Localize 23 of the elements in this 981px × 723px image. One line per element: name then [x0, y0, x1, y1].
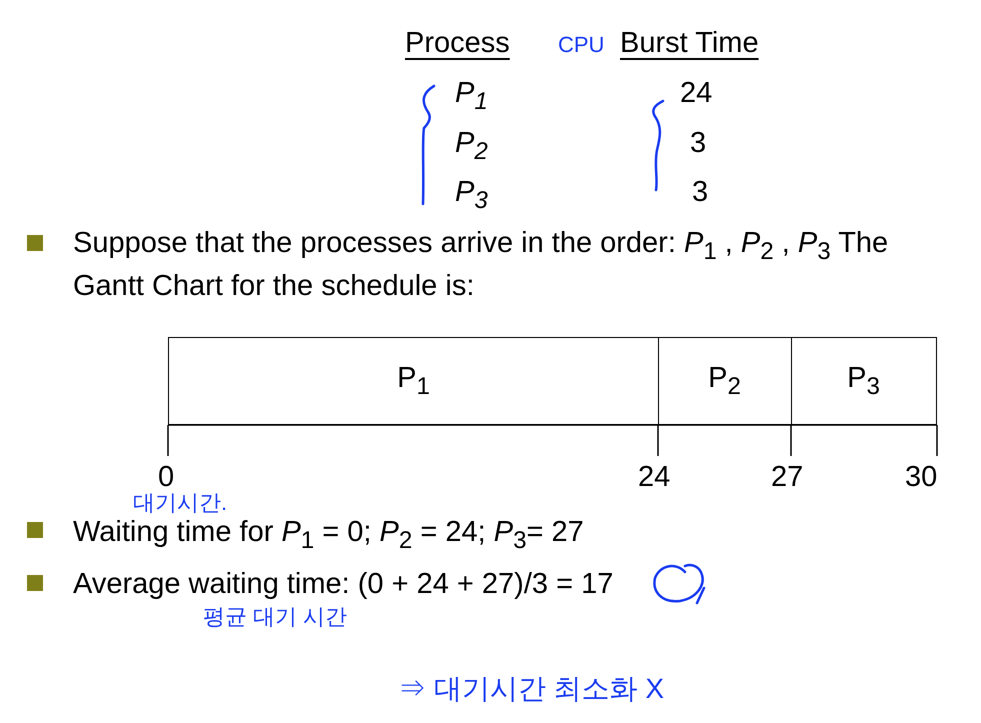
bullet-text: Suppose that the processes arrive in the order: P$_{1}$ , P$_{2}$ , P$_{3}$ The Gantt Chart for the schedule is: — [73, 226, 890, 304]
process-name: P$_{1}$ — [455, 76, 488, 117]
handwritten-note: ⇒ 대기시간 최소화 X — [398, 672, 664, 706]
bullet-text: Waiting time for P$_{1}$ = 0; P$_{2}$ = 24; P$_{3}$= 27 — [73, 515, 584, 556]
burst-time: 3 — [690, 126, 706, 160]
process-name: P$_{3}$ — [455, 175, 488, 216]
process-label: P$_{2}$ — [708, 362, 741, 400]
time-tick-label: 24 — [638, 460, 670, 494]
column-header: Burst Time — [620, 26, 759, 60]
column-header: Process — [405, 26, 510, 60]
bullet-text: Average waiting time: (0 + 24 + 27)/3 = 17 — [73, 567, 614, 601]
gantt-segment — [168, 337, 659, 425]
handwritten-note: 평균 대기 시간 — [203, 603, 348, 631]
process-label: P$_{1}$ — [397, 362, 430, 400]
handwritten-note: CPU — [558, 31, 604, 59]
time-tick-label: 27 — [771, 460, 804, 494]
burst-time: 24 — [680, 76, 712, 110]
burst-time: 3 — [692, 175, 708, 209]
gantt-segment — [791, 337, 937, 425]
gantt-segment — [658, 337, 792, 425]
time-tick-label: 30 — [905, 460, 938, 494]
process-label: P$_{3}$ — [847, 362, 880, 400]
process-name: P$_{2}$ — [455, 126, 488, 167]
